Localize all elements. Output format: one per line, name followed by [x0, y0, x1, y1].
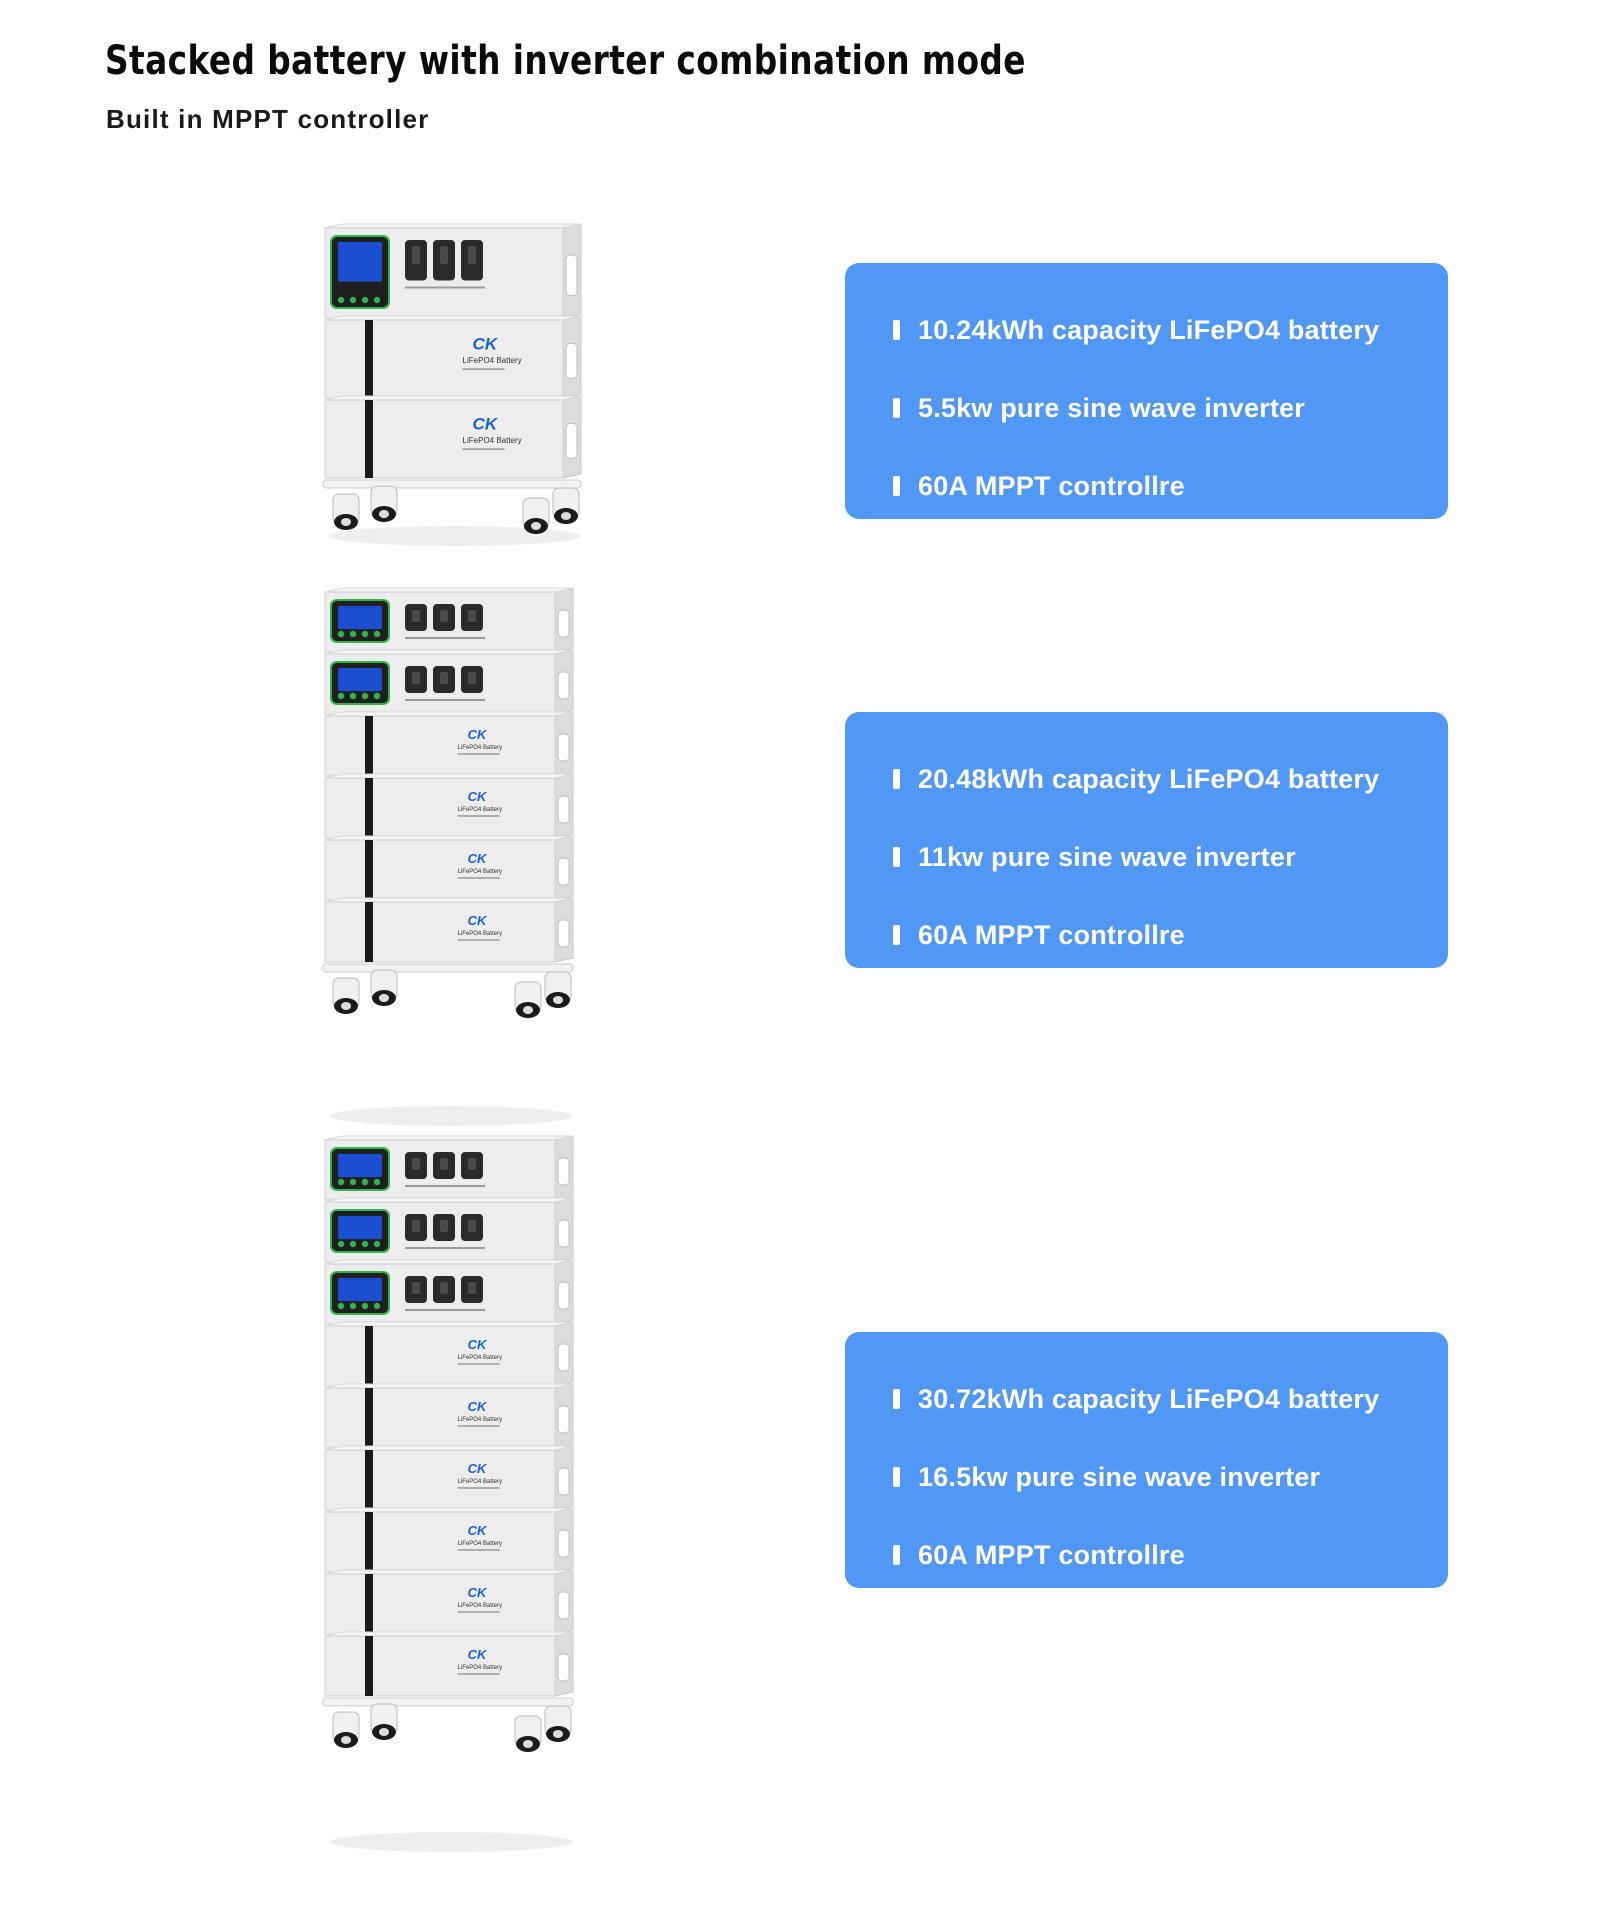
bullet-icon	[893, 1545, 900, 1565]
battery-module: CK LiFePO4 Battery	[324, 315, 582, 399]
caster-wheel-icon	[522, 497, 550, 534]
brand-logo: CK	[468, 851, 488, 866]
bullet-icon	[893, 847, 900, 867]
inverter-module	[324, 649, 574, 715]
inverter-module	[324, 1259, 574, 1325]
brand-logo: CK	[468, 1523, 488, 1538]
spec-item: 20.48kWh capacity LiFePO4 battery	[893, 740, 1448, 818]
brand-logo: CK	[468, 913, 488, 928]
bullet-icon	[893, 320, 900, 340]
page-title: Stacked battery with inverter combinatio…	[105, 38, 1026, 84]
battery-module: CK LiFePO4 Battery	[324, 1383, 574, 1449]
inverter-module	[324, 587, 574, 653]
caster-wheel-icon	[332, 1711, 360, 1748]
spec-text: 11kw pure sine wave inverter	[918, 841, 1296, 872]
battery-module: CK LiFePO4 Battery	[324, 773, 574, 839]
battery-module: CK LiFePO4 Battery	[324, 835, 574, 901]
cart-base	[322, 1697, 574, 1707]
spec-item: 60A MPPT controllre	[893, 896, 1448, 974]
battery-module: CK LiFePO4 Battery	[324, 1321, 574, 1387]
spec-item: 5.5kw pure sine wave inverter	[893, 369, 1448, 447]
caster-wheel-icon	[552, 487, 580, 524]
spec-item: 10.24kWh capacity LiFePO4 battery	[893, 291, 1448, 369]
battery-label: LiFePO4 Battery	[458, 931, 502, 937]
bullet-icon	[893, 1389, 900, 1409]
bullet-icon	[893, 1467, 900, 1487]
battery-module: CK LiFePO4 Battery	[324, 711, 574, 777]
battery-module: CK LiFePO4 Battery	[324, 1569, 574, 1635]
spec-item: 60A MPPT controllre	[893, 1516, 1448, 1594]
spec-card-config-3: 30.72kWh capacity LiFePO4 battery 16.5kw…	[845, 1332, 1448, 1588]
battery-label: LiFePO4 Battery	[463, 356, 522, 365]
battery-module: CK LiFePO4 Battery	[324, 1631, 574, 1697]
spec-text: 60A MPPT controllre	[918, 470, 1185, 501]
spec-item: 11kw pure sine wave inverter	[893, 818, 1448, 896]
battery-label: LiFePO4 Battery	[458, 1603, 502, 1609]
caster-wheel-icon	[370, 485, 398, 522]
inverter-module	[324, 1197, 574, 1263]
inverter-module	[324, 223, 582, 319]
caster-wheel-icon	[544, 971, 572, 1008]
spec-item: 30.72kWh capacity LiFePO4 battery	[893, 1360, 1448, 1438]
battery-label: LiFePO4 Battery	[458, 1541, 502, 1547]
battery-label: LiFePO4 Battery	[458, 1479, 502, 1485]
spec-card-config-1: 10.24kWh capacity LiFePO4 battery 5.5kw …	[845, 263, 1448, 519]
brand-logo: CK	[473, 415, 499, 434]
battery-module: CK LiFePO4 Battery	[324, 1445, 574, 1511]
brand-logo: CK	[468, 727, 488, 742]
caster-wheel-icon	[514, 981, 542, 1018]
battery-label: LiFePO4 Battery	[458, 1417, 502, 1423]
spec-item: 60A MPPT controllre	[893, 447, 1448, 525]
battery-label: LiFePO4 Battery	[458, 869, 502, 875]
bullet-icon	[893, 476, 900, 496]
brand-logo: CK	[468, 1461, 488, 1476]
caster-wheel-icon	[332, 977, 360, 1014]
spec-text: 20.48kWh capacity LiFePO4 battery	[918, 763, 1380, 794]
spec-text: 60A MPPT controllre	[918, 1539, 1185, 1570]
battery-label: LiFePO4 Battery	[458, 1355, 502, 1361]
spec-item: 16.5kw pure sine wave inverter	[893, 1438, 1448, 1516]
spec-text: 5.5kw pure sine wave inverter	[918, 392, 1305, 423]
caster-wheel-icon	[544, 1705, 572, 1742]
battery-module: CK LiFePO4 Battery	[324, 897, 574, 963]
bullet-icon	[893, 398, 900, 418]
inverter-module	[324, 1135, 574, 1201]
spec-text: 30.72kWh capacity LiFePO4 battery	[918, 1383, 1380, 1414]
brand-logo: CK	[468, 789, 488, 804]
brand-logo: CK	[468, 1647, 488, 1662]
bullet-icon	[893, 925, 900, 945]
caster-wheel-icon	[332, 493, 360, 530]
brand-logo: CK	[468, 1399, 488, 1414]
battery-label: LiFePO4 Battery	[458, 1665, 502, 1671]
battery-label: LiFePO4 Battery	[463, 436, 522, 445]
brand-logo: CK	[473, 335, 499, 354]
bullet-icon	[893, 769, 900, 789]
page-subtitle: Built in MPPT controller	[106, 104, 430, 134]
battery-label: LiFePO4 Battery	[458, 745, 502, 751]
brand-logo: CK	[468, 1337, 488, 1352]
battery-module: CK LiFePO4 Battery	[324, 395, 582, 479]
spec-text: 16.5kw pure sine wave inverter	[918, 1461, 1321, 1492]
battery-module: CK LiFePO4 Battery	[324, 1507, 574, 1573]
cart-base	[322, 963, 574, 973]
caster-wheel-icon	[370, 969, 398, 1006]
brand-logo: CK	[468, 1585, 488, 1600]
caster-wheel-icon	[514, 1715, 542, 1752]
cart-base	[322, 479, 582, 489]
spec-text: 60A MPPT controllre	[918, 919, 1185, 950]
battery-label: LiFePO4 Battery	[458, 807, 502, 813]
spec-card-config-2: 20.48kWh capacity LiFePO4 battery 11kw p…	[845, 712, 1448, 968]
spec-text: 10.24kWh capacity LiFePO4 battery	[918, 314, 1380, 345]
caster-wheel-icon	[370, 1703, 398, 1740]
